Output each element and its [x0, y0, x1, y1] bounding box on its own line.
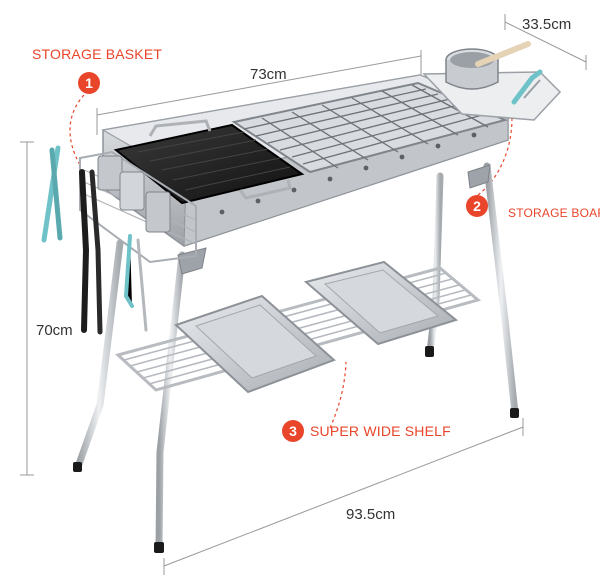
storage-basket-label: STORAGE BASKET: [32, 46, 163, 62]
grill-legs: [74, 162, 519, 552]
callout-lines: [69, 94, 513, 429]
seasoning-shakers: [97, 155, 171, 233]
hanging-tongs: [41, 145, 148, 335]
right-storage-board: [422, 41, 562, 121]
storage-board-label: STORAGE BOAR: [508, 206, 600, 220]
serving-tray-left: [174, 294, 336, 394]
super-wide-shelf-label: SUPER WIDE SHELF: [310, 423, 451, 439]
feature-badge-2: 2: [466, 195, 488, 217]
height-dimension: 70cm: [36, 322, 73, 339]
depth-dimension: 33.5cm: [522, 16, 572, 33]
feature-badge-1: 1: [78, 72, 100, 94]
left-storage-basket: [79, 150, 197, 264]
leg-feet: [73, 346, 519, 553]
feature-badge-3: 3: [282, 420, 304, 442]
dimension-lines: [20, 14, 587, 575]
length-dimension: 73cm: [250, 66, 287, 83]
grill-grate: [231, 81, 509, 174]
overall-length-dimension: 93.5cm: [346, 506, 396, 523]
serving-tray-right: [303, 260, 459, 346]
